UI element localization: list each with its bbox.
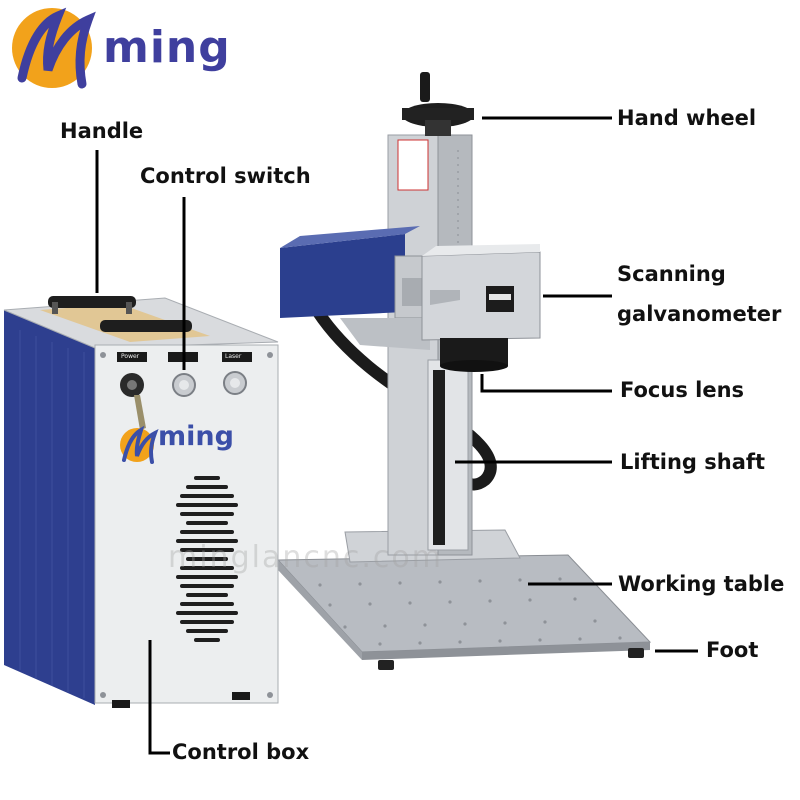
scanning-galvanometer xyxy=(421,244,541,341)
label-handle: Handle xyxy=(60,119,144,143)
panel-label-laser: Laser xyxy=(225,353,242,360)
foot-front xyxy=(628,648,644,658)
label-galvanometer: galvanometer xyxy=(617,302,782,326)
label-control-box: Control box xyxy=(172,740,310,764)
panel-label-power: Power xyxy=(121,353,140,360)
label-foot: Foot xyxy=(706,638,759,662)
brand-logo-icon xyxy=(12,7,96,89)
label-hand-wheel: Hand wheel xyxy=(617,106,757,130)
focus-lens xyxy=(440,338,508,372)
brand-name: ming xyxy=(103,22,231,73)
handle xyxy=(48,296,192,332)
label-scanning: Scanning xyxy=(617,262,726,286)
label-control-switch: Control switch xyxy=(140,164,311,188)
leader-lines xyxy=(95,116,698,755)
foot-rear xyxy=(378,660,394,670)
label-lifting-shaft: Lifting shaft xyxy=(620,450,766,474)
lifting-shaft xyxy=(387,134,473,556)
control-box xyxy=(3,296,279,708)
working-table xyxy=(276,554,652,660)
label-focus-lens: Focus lens xyxy=(620,378,745,402)
watermark: minglancnc.com xyxy=(168,540,443,575)
hand-wheel xyxy=(402,72,474,136)
label-working-table: Working table xyxy=(618,572,785,596)
control-switch xyxy=(117,352,252,430)
panel-brand-name: ming xyxy=(158,421,234,452)
panel-logo-icon xyxy=(120,425,159,464)
